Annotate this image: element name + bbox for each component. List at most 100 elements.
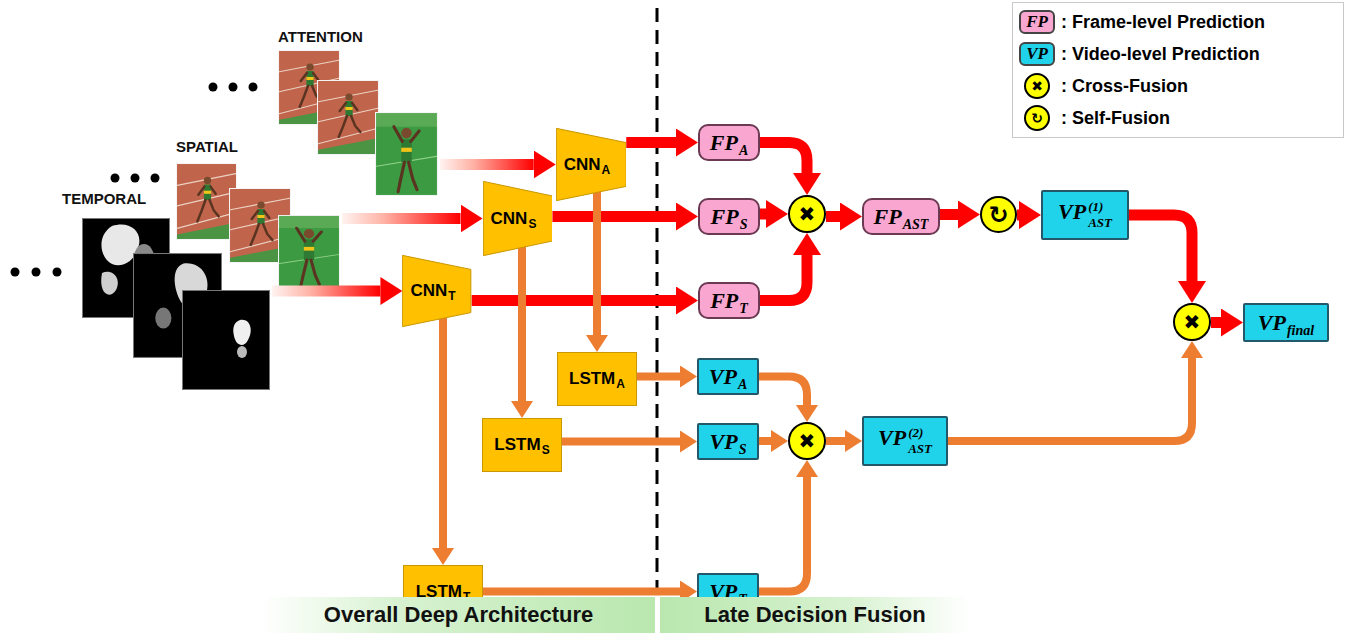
stack-heading: TEMPORAL [62,190,146,207]
legend-sample-text: FP [1026,12,1048,32]
cnn-block: CNNS [483,181,553,256]
cross-fusion-node: ✖ [788,422,826,460]
image-stack: ATTENTION [278,28,440,198]
main-text: VP [878,425,906,451]
cnn-block: CNNA [556,128,627,201]
node-label: TEMPORAL [62,190,146,207]
subscript: T [739,301,748,317]
legend-row: ↻ : Self-Fusion [1019,102,1337,134]
main-text: CNN [410,281,447,301]
node-label: SPATIAL [176,138,238,155]
superscript: (1) [1088,199,1112,215]
subscript: A [616,377,625,391]
video-prediction-box: VPfinal [1243,303,1329,342]
video-frame [375,112,438,196]
node-label: FPS [711,204,748,230]
flow-arrow [1211,317,1221,328]
flow-frame [182,290,270,390]
legend-swatch: VP [1019,42,1055,66]
subscript: final [1287,323,1314,339]
node-label: FPT [710,288,748,314]
node-label: VPA [709,364,747,390]
legend-row: ✖: Cross-Fusion [1019,70,1337,102]
legend-row: FP : Frame-level Prediction [1019,6,1337,38]
node-label: Late Decision Fusion [704,602,925,628]
flow-arrow [342,213,461,224]
frame-prediction-box: FPAST [862,198,940,235]
node-label: ↻ [988,203,1008,227]
flow-arrow [940,209,958,220]
node-label: ✖ [799,431,816,451]
superscript: (2) [908,425,932,441]
flow-arrow [759,437,771,445]
node-label: ATTENTION [278,28,363,45]
node-label: VPfinal [1258,310,1314,336]
main-text: CNN [491,209,528,229]
legend-swatch: FP [1019,10,1055,34]
video-prediction-box: VPA [697,358,759,395]
frame-prediction-box: FPT [698,282,760,319]
flow-arrow [552,211,676,222]
node-label: Overall Deep Architecture [324,602,593,628]
main-text: LSTM [569,369,615,389]
main-text: FP [710,130,738,156]
main-text: Late Decision Fusion [704,602,925,628]
section-band: Overall Deep Architecture [262,597,655,633]
flow-arrow [759,377,807,406]
node-label: VP(2)AST [878,425,932,457]
main-text: ↻ [988,203,1008,227]
subscript: S [739,442,747,458]
node-label: CNNT [410,281,463,301]
section-band: Late Decision Fusion [660,597,970,633]
legend-row: VP : Video-level Prediction [1019,38,1337,70]
frame-prediction-box: FPS [698,198,760,235]
node-label: CNNA [564,155,619,175]
main-text: LSTM [494,435,540,455]
subscript: A [738,377,747,393]
sup-sub: (1)AST [1088,199,1112,231]
flow-arrow [562,438,680,446]
video-frame [176,163,237,240]
subscript: AST [908,441,932,457]
subscript: T [448,289,455,303]
lstm-block: LSTMS [482,418,562,472]
video-prediction-box: VP(2)AST [862,416,948,466]
node-label: LSTMS [494,435,549,455]
flow-arrow [760,255,807,301]
subscript: S [542,443,550,457]
main-text: VP [709,364,737,390]
node-label: FPA [710,130,748,156]
main-text: VP [1058,199,1086,225]
main-text: ✖ [799,431,816,451]
node-label: VPS [710,429,747,455]
flow-arrow [760,143,807,174]
subscript: S [528,217,536,231]
main-text: VP [710,429,738,455]
node-label: FPAST [874,204,929,230]
node-label: LSTMA [569,369,625,389]
cross-fusion-node: ✖ [788,195,826,233]
node-label: CNNS [491,209,545,229]
flow-arrow [1017,210,1019,221]
main-text: CNN [564,155,601,175]
video-frame [317,80,379,155]
frame-prediction-box: FPA [698,124,760,161]
image-stack: TEMPORAL [62,190,272,392]
flow-arrow [518,247,526,401]
legend-symbol: ✖ [1024,73,1050,99]
video-prediction-box: VP(1)AST [1041,190,1129,240]
cross-fusion-node: ✖ [1173,303,1211,341]
node-label: ✖ [799,204,816,224]
subscript: A [602,163,611,177]
main-text: FP [710,288,738,314]
cnn-block: CNNT [402,255,471,327]
legend-symbol: ↻ [1024,105,1050,131]
legend-text: : Video-level Prediction [1061,44,1260,65]
legend-text: : Frame-level Prediction [1061,12,1265,33]
stack-heading: SPATIAL [176,138,238,155]
flow-arrow [439,318,447,548]
subscript: A [739,143,748,159]
video-prediction-box: VPS [697,423,759,460]
node-label: ✖ [1184,312,1201,332]
legend-text: : Self-Fusion [1061,108,1170,129]
